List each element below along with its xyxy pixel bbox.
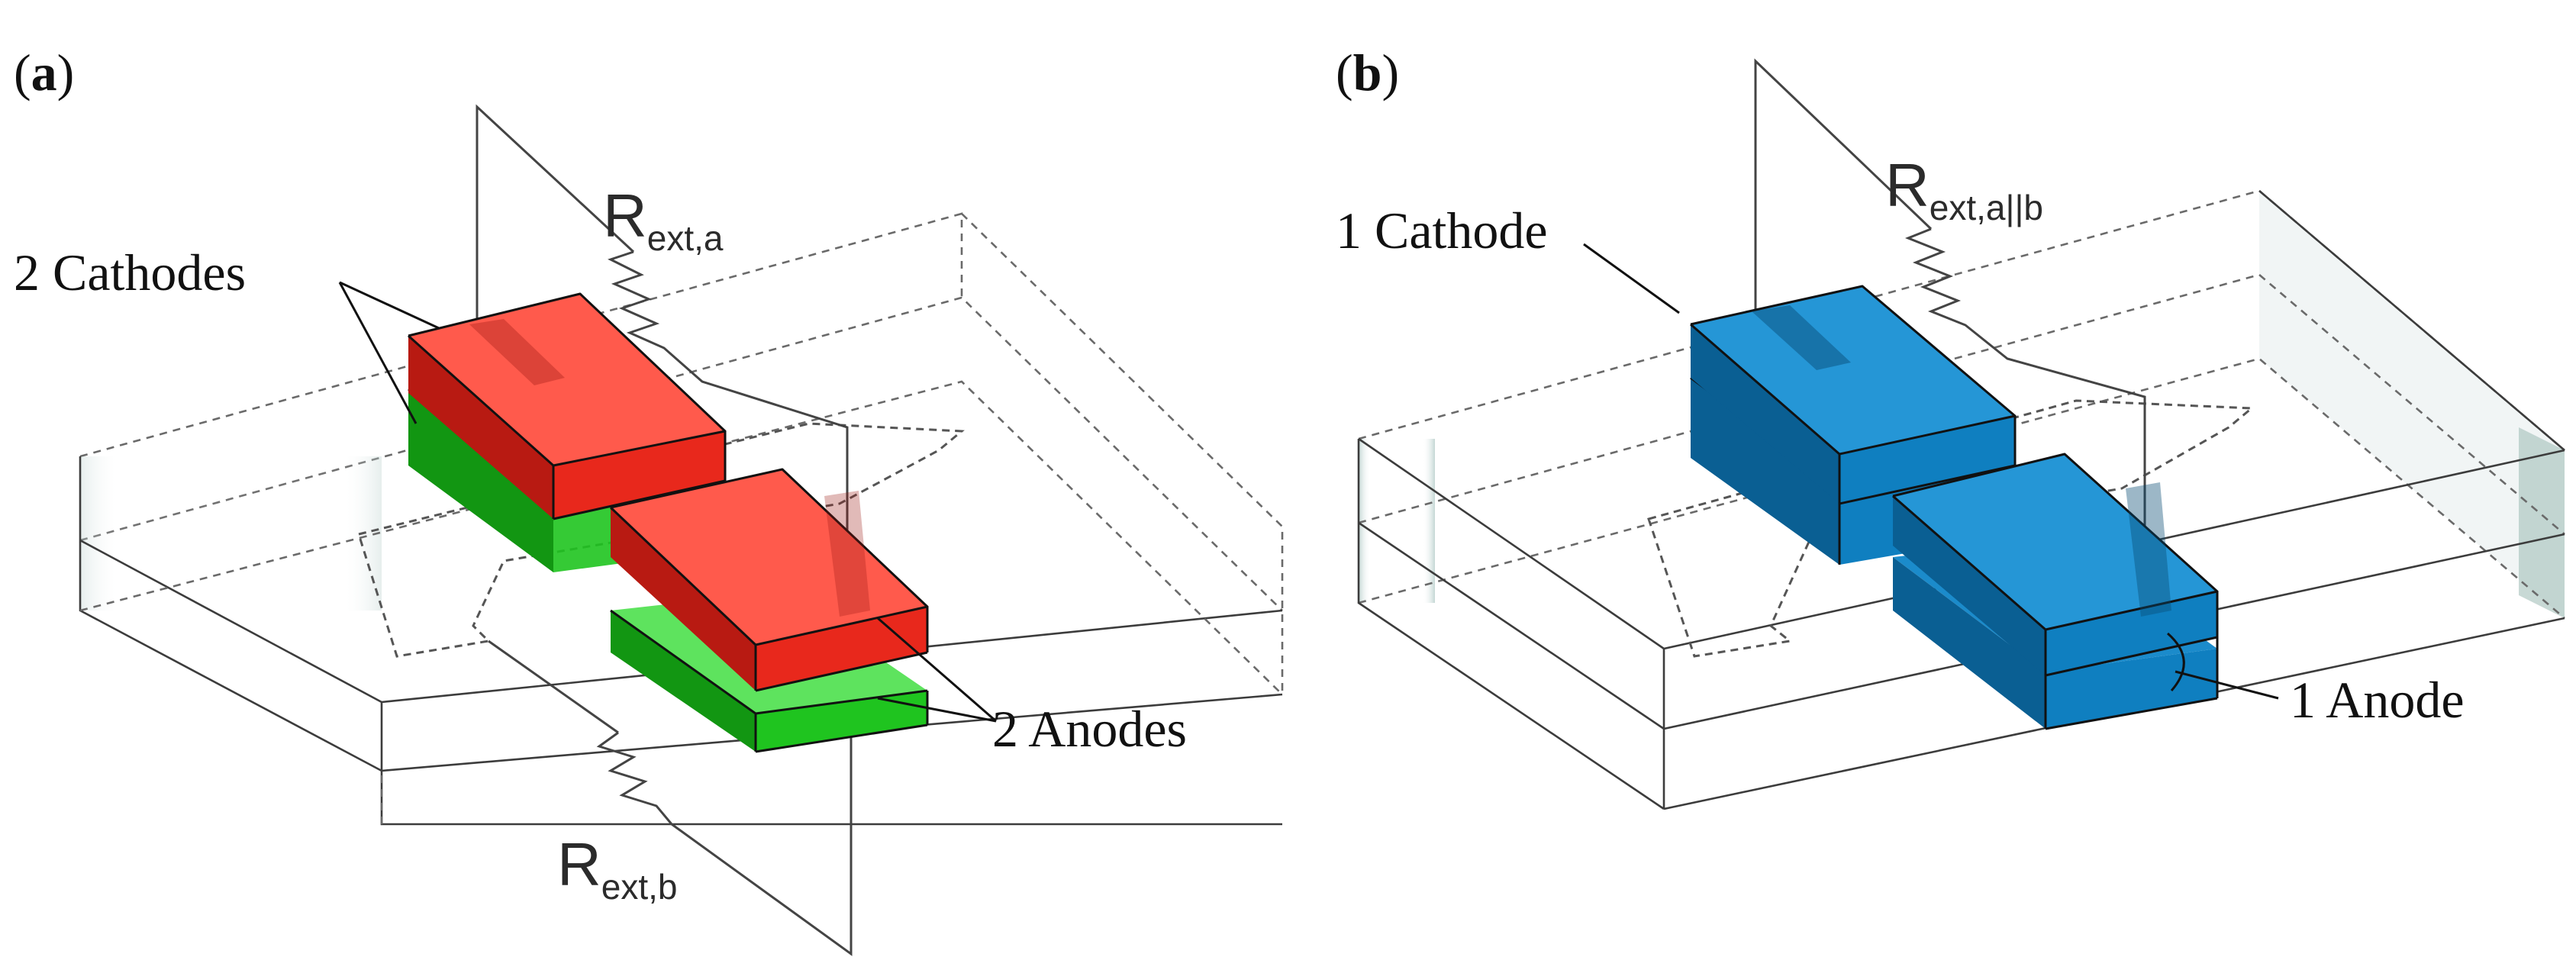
cathode-label-a: 2 Cathodes <box>14 243 246 301</box>
resistor-label-b: Rext,a||b <box>1885 151 2043 227</box>
external-resistor-top-a: Rext,a <box>476 104 849 626</box>
channel-outline-a <box>357 422 965 658</box>
external-resistor-bottom-a: Rext,b <box>488 640 853 956</box>
electrode-stack-right-a <box>609 468 929 753</box>
electrode-stack-right-b <box>1892 453 2219 730</box>
cathode-label-b: 1 Cathode <box>1336 201 1548 259</box>
anode-label-b: 1 Anode <box>2290 671 2465 729</box>
cathode-callout-a: 2 Cathodes <box>14 243 440 424</box>
panel-b-label: (b) <box>1336 43 1399 101</box>
panel-b: (b) Rext,a||b <box>1336 43 2565 810</box>
external-resistor-b: Rext,a||b <box>1754 58 2146 588</box>
cathode-callout-b: 1 Cathode <box>1336 201 1680 314</box>
panel-a: (a) Rext,a <box>14 43 1284 956</box>
panel-a-label: (a) <box>14 43 74 101</box>
anode-callout-a: 2 Anodes <box>877 617 1187 758</box>
electrode-stack-left-a <box>407 292 727 572</box>
anode-label-a: 2 Anodes <box>992 700 1187 758</box>
resistor-top-label-a: Rext,a <box>603 182 724 258</box>
anode-callout-b: 1 Anode <box>2175 670 2465 729</box>
resistor-bottom-label-a: Rext,b <box>557 830 678 907</box>
